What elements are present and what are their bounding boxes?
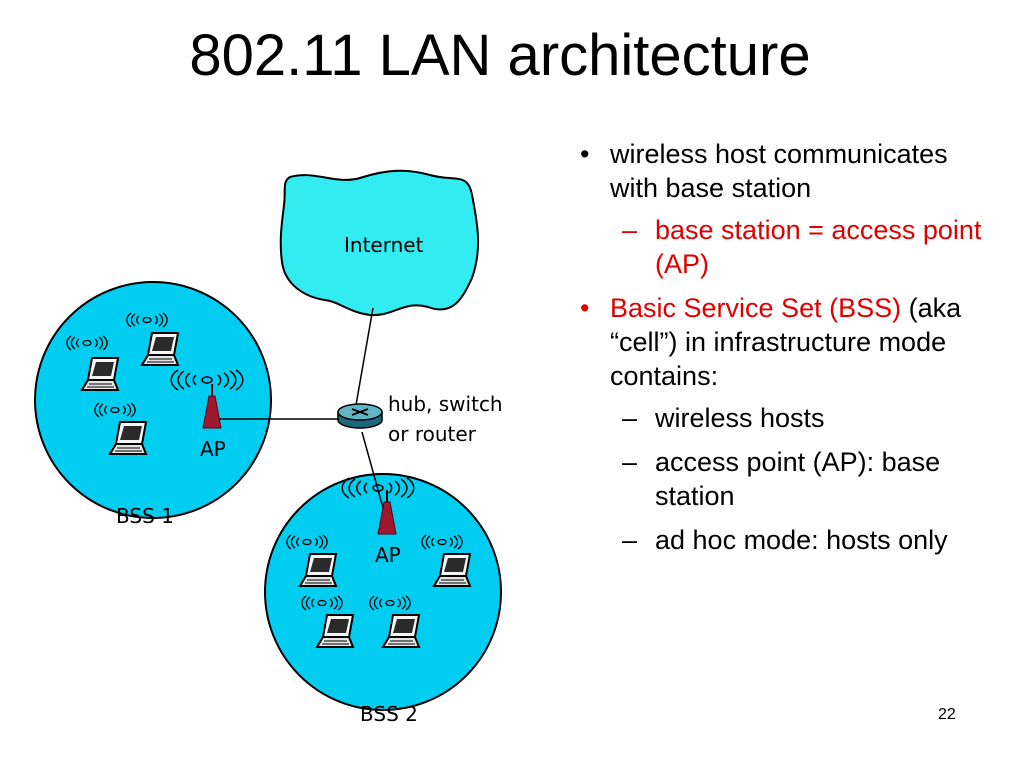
internet-label: Internet [344,233,424,257]
bullet-text: (aka “cell”) in infrastructure mode cont… [610,293,962,391]
bullet-marker: • [580,139,590,169]
sub-bullet-text: ad hoc mode: hosts only [655,525,948,555]
bss1-cell [34,281,272,519]
bss2-cell [264,473,502,711]
dash-marker: – [622,215,638,245]
bss2-ap-label: AP [375,543,401,567]
sub-bullet-item: – wireless hosts [580,401,1000,435]
bullet-text-highlight: Basic Service Set (BSS) [610,293,902,323]
dash-marker: – [622,403,638,433]
sub-bullet-text: wireless hosts [655,403,825,433]
internet-cloud [279,169,480,317]
link-router-ap2 [361,431,386,516]
router-label-line1: hub, switch [388,392,503,416]
sub-bullet-item: – access point (AP): base station [580,445,1000,513]
dash-marker: – [622,525,638,555]
bullet-text: wireless host communicates with base sta… [610,139,948,203]
bss2-label: BSS 2 [360,702,418,726]
sub-bullet-text: access point (AP): base station [655,447,941,511]
sub-bullet-item: – ad hoc mode: hosts only [580,523,1000,557]
sub-bullet-text: base station = access point (AP) [655,215,982,279]
dash-marker: – [622,447,638,477]
slide-title: 802.11 LAN architecture [189,23,811,88]
router-label-line2: or router [388,422,477,446]
bullet-marker: • [580,293,590,323]
bullet-list: • wireless host communicates with base s… [580,137,1000,567]
page-number: 22 [938,706,956,723]
bss1-label: BSS 1 [116,504,174,528]
bullet-item: • Basic Service Set (BSS) (aka “cell”) i… [580,291,1000,393]
sub-bullet-item: – base station = access point (AP) [580,213,1000,281]
link-internet-router [355,307,374,406]
router-icon [337,403,383,429]
bullet-item: • wireless host communicates with base s… [580,137,1000,205]
bss1-ap-label: AP [200,437,226,461]
